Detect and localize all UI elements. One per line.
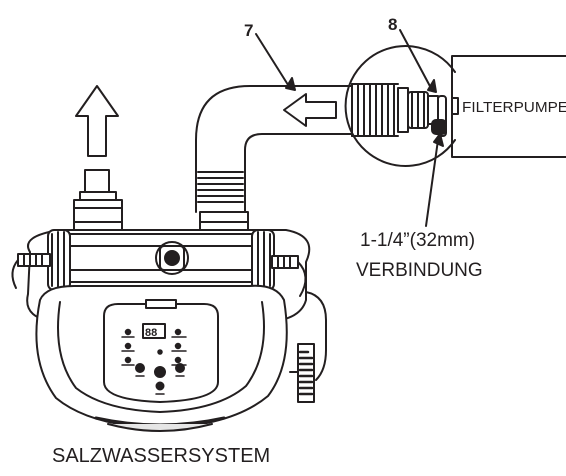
power-cable bbox=[289, 291, 327, 403]
right-probe bbox=[271, 255, 307, 297]
system-label: SALZWASSERSYSTEM bbox=[52, 445, 270, 467]
filter-pump bbox=[451, 55, 566, 158]
elbow-pipe bbox=[195, 83, 399, 213]
salt-water-system bbox=[11, 169, 327, 432]
panel-display: 88 bbox=[145, 327, 157, 339]
flow-arrow-icon bbox=[283, 93, 337, 127]
connection-magnifier bbox=[344, 45, 456, 167]
callout-8-label: 8 bbox=[388, 15, 397, 34]
callout-7-label: 7 bbox=[244, 21, 253, 40]
hose-corrugation bbox=[351, 83, 399, 137]
vertical-corrugation bbox=[197, 171, 244, 203]
union-connector bbox=[397, 87, 439, 133]
pump-label: FILTERPUMPE bbox=[462, 99, 566, 116]
outlet-fitting bbox=[73, 169, 123, 231]
up-arrow-icon bbox=[75, 85, 119, 157]
connection-size-label: 1-1/4”(32mm) bbox=[360, 230, 475, 251]
leader-lines bbox=[255, 29, 444, 227]
control-panel bbox=[103, 299, 219, 403]
flow-switch bbox=[155, 241, 189, 275]
panel-buttons bbox=[135, 363, 185, 395]
connection-word-label: VERBINDUNG bbox=[356, 260, 483, 281]
left-probe bbox=[11, 253, 51, 289]
